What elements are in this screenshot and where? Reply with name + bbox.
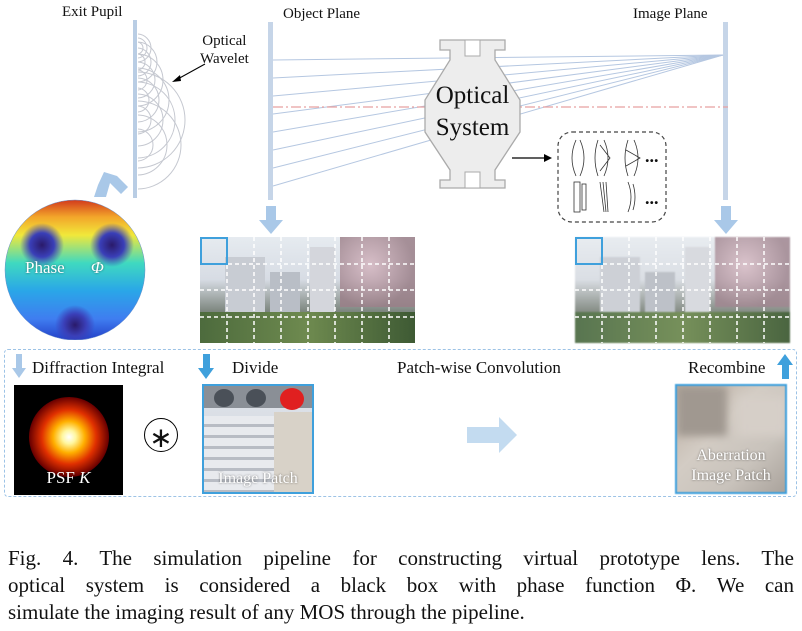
exit-pupil-plane	[133, 20, 137, 198]
recombine-label: Recombine	[688, 358, 766, 377]
aberration-line1: Aberration	[696, 447, 766, 464]
caption-line-3: simulate the imaging result of any MOS t…	[8, 600, 525, 624]
arrow-pupil-to-phase	[94, 172, 128, 197]
lens-ellipsis-bottom: ...	[645, 188, 659, 208]
image-plane-grid	[575, 237, 790, 343]
psf-image	[14, 385, 123, 495]
object-plane-image	[200, 237, 415, 343]
caption-line-1: Fig. 4. The simulation pipeline for cons…	[8, 546, 794, 570]
lens-sketches	[571, 139, 641, 213]
arrow-object-plane-down	[259, 206, 283, 234]
pipeline-arrows	[12, 354, 793, 379]
optical-diagram	[4, 20, 738, 340]
object-plane-label: Object Plane	[283, 6, 361, 22]
image-plane	[723, 22, 728, 200]
figure-caption: Fig. 4. The simulation pipeline for cons…	[8, 545, 794, 626]
patch-wise-convolution-label: Patch-wise Convolution	[397, 358, 561, 377]
lens-examples-box	[557, 131, 667, 223]
aberration-line2: Image Patch	[691, 467, 771, 484]
caption-line-2: optical system is considered a black box…	[8, 573, 794, 597]
divide-label: Divide	[232, 358, 279, 377]
phase-map	[4, 199, 146, 340]
convolution-glyph: ∗	[149, 421, 173, 454]
phase-text: Phase	[25, 258, 65, 277]
optical-system-box	[424, 39, 521, 189]
lens-ellipsis-top: ...	[645, 146, 659, 166]
psf-text: PSF	[46, 468, 75, 487]
object-plane	[268, 22, 273, 200]
exit-pupil-label: Exit Pupil	[62, 4, 123, 20]
recombine-arrow-icon	[777, 354, 793, 379]
pipeline-box	[4, 349, 797, 497]
divide-arrow-icon	[198, 354, 214, 379]
phase-symbol: Φ	[90, 258, 104, 277]
optical-wavelet-label: Optical Wavelet	[200, 32, 249, 68]
psf-label: PSF K	[14, 468, 123, 488]
psf-symbol: K	[79, 468, 91, 487]
optical-system-line2: System	[435, 114, 510, 141]
optical-system-label: Optical System	[425, 80, 520, 144]
convolution-result-arrow-icon	[467, 417, 517, 453]
aberration-label: Aberration Image Patch	[675, 446, 787, 486]
aberration-image-patch	[675, 384, 787, 494]
image-patch-label: Image Patch	[218, 470, 298, 487]
image-plane-label: Image Plane	[633, 6, 708, 22]
optical-wavelet-line1: Optical	[202, 33, 247, 49]
convolution-symbol: ∗	[144, 418, 178, 454]
optical-wavelet-line2: Wavelet	[200, 51, 249, 67]
arrow-image-plane-down	[714, 206, 738, 234]
optical-system-line1: Optical	[435, 82, 510, 109]
optical-wavelet-arcs	[138, 33, 186, 190]
diffraction-integral-label: Diffraction Integral	[32, 358, 165, 377]
image-patch	[202, 384, 314, 494]
diffraction-arrow-icon	[12, 354, 26, 378]
phase-label: Phase Φ	[25, 258, 104, 278]
